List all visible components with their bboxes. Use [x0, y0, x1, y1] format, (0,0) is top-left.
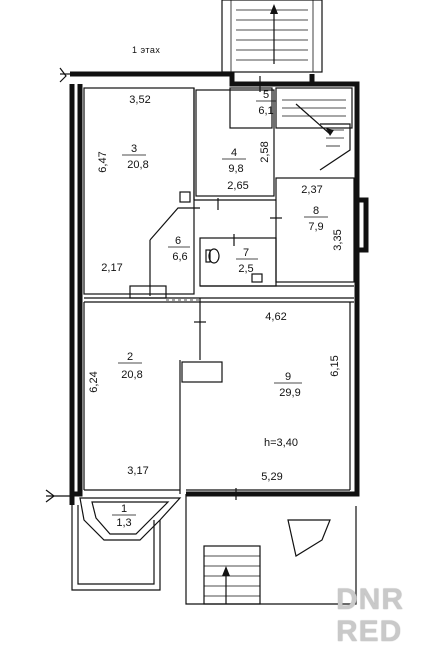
dimension-labels: 3,52 6,47 2,58 2,65 2,37 3,35 2,17 4,62 … — [88, 94, 344, 483]
room-5-number: 5 — [263, 89, 269, 101]
watermark-line: RED — [336, 615, 403, 648]
dimension-label: 3,52 — [129, 94, 150, 106]
room-2-number: 2 — [127, 351, 133, 363]
dimension-label: 6,24 — [88, 371, 100, 392]
toilet-icon — [205, 248, 263, 283]
dimension-label: 2,65 — [227, 180, 248, 192]
dimension-label: 3,17 — [127, 465, 148, 477]
room-2-area: 20,8 — [121, 369, 142, 381]
floor-title: 1 этах — [132, 45, 160, 55]
inner-staircase — [275, 87, 353, 171]
dimension-label: 6,15 — [329, 355, 341, 376]
entrance-vestibule — [71, 497, 182, 591]
room-6-area: 6,6 — [172, 251, 187, 263]
arrow-icon — [326, 128, 334, 136]
room-6-number: 6 — [175, 235, 181, 247]
outer-walls — [45, 67, 369, 505]
room-4-area: 9,8 — [228, 163, 243, 175]
room-labels: 3 20,8 4 9,8 5 6,1 8 7,9 6 6,6 7 2,5 2 2… — [112, 89, 328, 529]
arrow-icon — [270, 4, 278, 14]
bottom-staircase — [185, 494, 357, 605]
room-9-number: 9 — [285, 371, 291, 383]
room-8-area: 7,9 — [308, 221, 323, 233]
watermark: DNR RED — [336, 584, 420, 664]
room-5-area: 6,1 — [258, 105, 273, 117]
dimension-label: 2,37 — [301, 184, 322, 196]
dimension-label: 6,47 — [97, 151, 109, 172]
watermark-line: DNR — [336, 583, 404, 616]
dimension-label: 3,35 — [332, 229, 344, 250]
room-3-number: 3 — [131, 143, 137, 155]
room-1-area: 1,3 — [116, 517, 131, 529]
room-3-area: 20,8 — [127, 159, 148, 171]
arrow-icon — [222, 566, 230, 576]
dimension-label: 4,62 — [265, 311, 286, 323]
ceiling-height: h=3,40 — [264, 437, 298, 449]
room-4-number: 4 — [231, 147, 237, 159]
room-8-number: 8 — [313, 205, 319, 217]
room-7-number: 7 — [243, 247, 249, 259]
top-staircase — [221, 0, 323, 73]
interior-walls — [83, 76, 355, 500]
room-1-number: 1 — [121, 503, 127, 515]
room-9-area: 29,9 — [279, 387, 300, 399]
room-7-area: 2,5 — [238, 263, 253, 275]
dimension-label: 5,29 — [261, 471, 282, 483]
dimension-label: 2,58 — [259, 141, 271, 162]
dimension-label: 2,17 — [101, 262, 122, 274]
